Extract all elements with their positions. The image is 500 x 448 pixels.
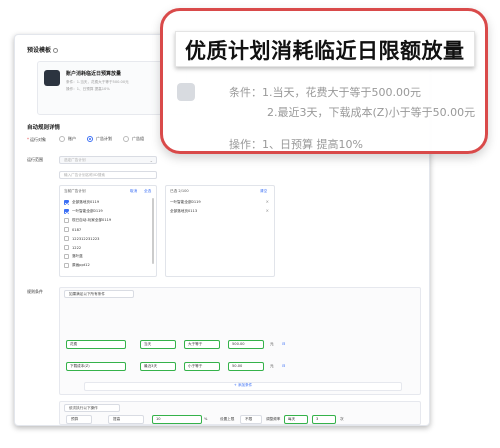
list-item[interactable]: 0187	[64, 227, 81, 232]
radio-dot	[59, 136, 65, 142]
highlight-callout: 优质计划消耗临近日限额放量 条件：1.当天，花费大于等于500.00元 2.最近…	[160, 8, 488, 154]
period-select[interactable]: 当天	[140, 340, 176, 349]
checkbox[interactable]	[64, 209, 69, 214]
rule-condition-label: 规则条件	[27, 289, 43, 294]
metric-select[interactable]: 花费	[66, 340, 126, 349]
chevron-down-icon: ⌄	[149, 158, 153, 163]
condition-mode-select[interactable]: 如果满足以下所有条件	[64, 290, 134, 298]
close-icon[interactable]: ×	[265, 199, 269, 204]
list-item[interactable]: 全部落地页0119	[64, 200, 99, 205]
action-verb-select[interactable]: 提高	[108, 415, 144, 424]
operator-select[interactable]: 大于等于	[184, 340, 220, 349]
times-label: 次	[340, 417, 344, 421]
template-condition: 条件：1.当天，花费大于等于500.00元	[66, 80, 129, 84]
cancel-link[interactable]: 取消	[130, 189, 138, 193]
action-value-input[interactable]: 10	[152, 415, 202, 424]
period-select[interactable]: 最近3天	[140, 362, 176, 371]
value-input[interactable]: 500.00	[228, 340, 264, 349]
unit-label: 元	[270, 342, 274, 346]
scrollbar[interactable]	[152, 198, 154, 264]
delete-icon[interactable]: ⊟	[282, 341, 286, 346]
checkbox[interactable]	[64, 263, 69, 268]
list-item[interactable]: 一叶智能全部0119	[64, 209, 103, 214]
delete-icon[interactable]: ⊟	[282, 363, 286, 368]
campaign-list-panel: 当前广告计划 取消 全选 全部落地页0119 一叶智能全部0119 现已自动-玩…	[59, 185, 157, 277]
select-all-link[interactable]: 全选	[144, 189, 152, 193]
close-icon[interactable]: ×	[265, 208, 269, 213]
list-item[interactable]: 1222	[64, 245, 81, 250]
panel-header: 已选 2/100	[170, 189, 189, 193]
checkbox[interactable]	[64, 236, 69, 241]
scope-select[interactable]: 选定广告计划⌄	[59, 156, 157, 164]
condition-box: 如果满足以下所有条件 花费 当天 大于等于 500.00 元 ⊟ 下载成本(Z)…	[59, 287, 421, 395]
panel-header: 当前广告计划	[64, 189, 86, 193]
template-header: 预设模板	[27, 45, 59, 54]
template-title: 账户消耗临近日预算放量	[66, 71, 122, 77]
selected-panel: 已选 2/100 清空 一叶智能全部0119 × 全部落地页0113 ×	[165, 185, 275, 277]
template-operation: 操作：1、日预算 提高10%	[66, 87, 110, 91]
callout-title: 优质计划消耗临近日限额放量	[185, 39, 465, 63]
radio-campaign[interactable]: 广告计划	[87, 136, 112, 142]
percent-label: %	[204, 417, 208, 421]
limit-label: 设置上限	[220, 417, 235, 421]
frequency-period-select[interactable]: 每天	[284, 415, 308, 424]
action-box: 依次执行以下操作 预算 提高 10 % 设置上限 不限 调整频率 每天 3 次	[59, 401, 421, 425]
rule-detail-title: 自动规则详情	[27, 125, 61, 131]
list-item[interactable]: 落叶蓝	[64, 254, 83, 259]
radio-account[interactable]: 账户	[59, 136, 76, 142]
clear-link[interactable]: 清空	[260, 189, 268, 193]
unit-label: 元	[270, 364, 274, 368]
checkbox[interactable]	[64, 218, 69, 223]
checkbox[interactable]	[64, 200, 69, 205]
selected-item: 全部落地页0113	[170, 209, 198, 213]
list-item[interactable]: 原画ppt12	[64, 263, 90, 268]
campaign-search-input[interactable]: 输入广告计划名称/ID搜索	[59, 171, 157, 179]
list-item[interactable]: 现已自动-玩家全部0119	[64, 218, 111, 223]
checkbox[interactable]	[64, 227, 69, 232]
help-icon[interactable]	[53, 48, 59, 53]
metric-select[interactable]: 下载成本(Z)	[66, 362, 126, 371]
run-scope-label: 运行范围	[27, 157, 43, 162]
radio-dot	[123, 136, 129, 142]
checkbox[interactable]	[64, 245, 69, 250]
action-target-select[interactable]: 预算	[66, 415, 92, 424]
run-target-label: 运行对象	[27, 137, 46, 143]
radio-adgroup[interactable]: 广告组	[123, 136, 144, 142]
frequency-count-input[interactable]: 3	[312, 415, 336, 424]
template-icon	[177, 83, 195, 101]
value-input[interactable]: 50.00	[228, 362, 264, 371]
add-condition-button[interactable]: + 添加条件	[84, 382, 402, 391]
selected-item: 一叶智能全部0119	[170, 200, 201, 204]
operator-select[interactable]: 小于等于	[184, 362, 220, 371]
callout-title-box	[175, 31, 475, 67]
callout-condition-1: 条件：1.当天，花费大于等于500.00元	[229, 86, 421, 99]
action-mode-select[interactable]: 依次执行以下操作	[64, 404, 120, 412]
checkbox[interactable]	[64, 254, 69, 259]
frequency-label: 调整频率	[266, 417, 281, 421]
limit-select[interactable]: 不限	[240, 415, 262, 424]
template-icon	[44, 70, 60, 86]
callout-operation: 操作：1、日预算 提高10%	[229, 138, 363, 151]
radio-dot	[87, 136, 93, 142]
list-item[interactable]: 122312231223	[64, 236, 99, 241]
callout-condition-2: 2.最近3天，下载成本(Z)小于等于50.00元	[267, 106, 476, 119]
